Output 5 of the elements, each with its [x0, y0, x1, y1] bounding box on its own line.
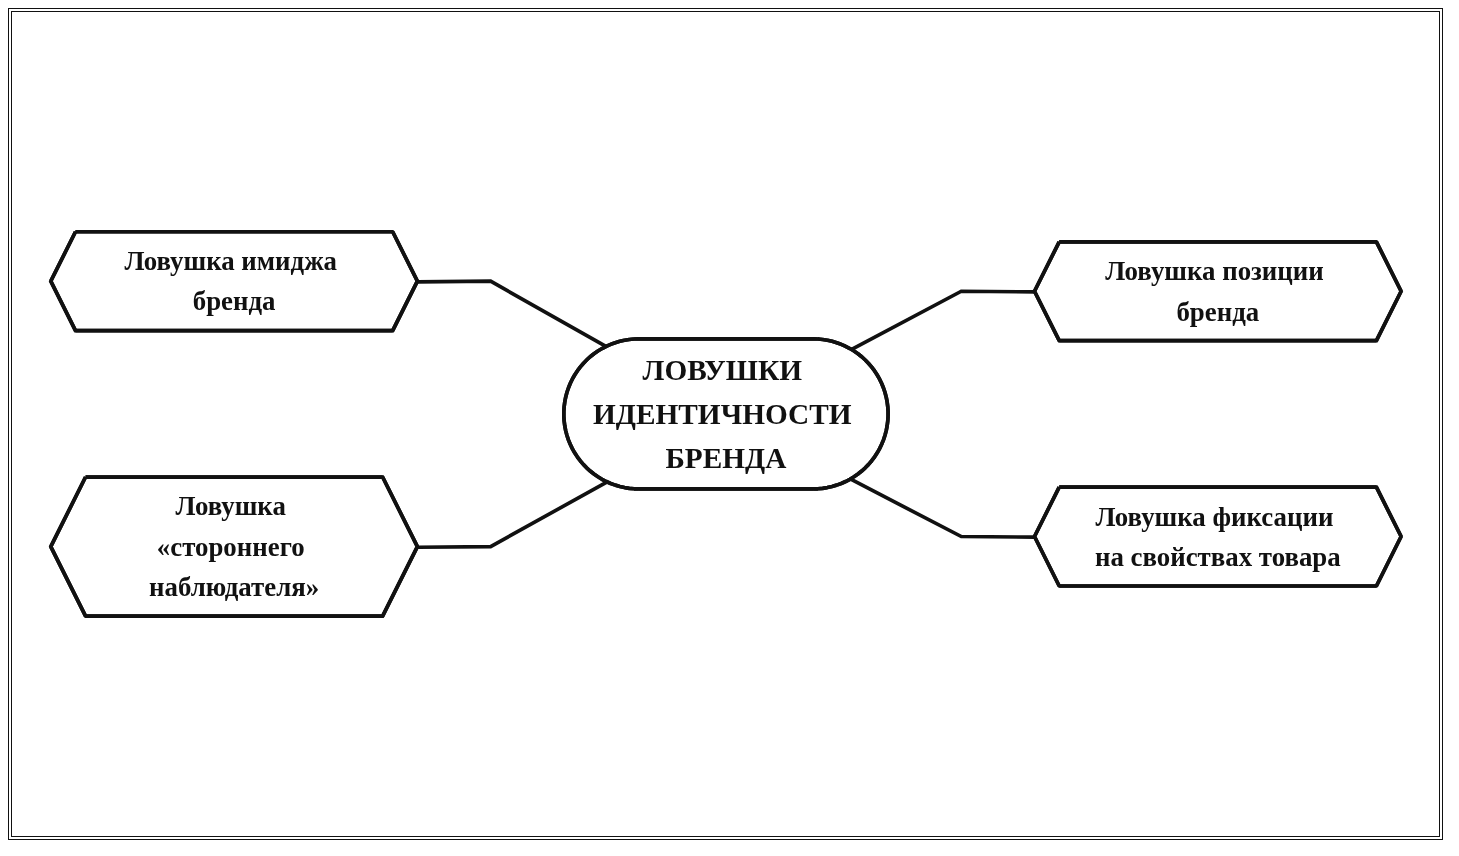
- diagram-frame: Ловушка имиджа бренда Ловушка позиции бренда ЛОВУШКИ ИДЕНТИЧНОСТИ БРЕНДА Ловушка «стороннего наблюдателя» Ловушка фиксации на свойствах товара: [8, 8, 1443, 840]
- connector: [849, 289, 1035, 352]
- connector: [417, 480, 608, 550]
- connector: [417, 279, 608, 349]
- connector: [849, 477, 1035, 539]
